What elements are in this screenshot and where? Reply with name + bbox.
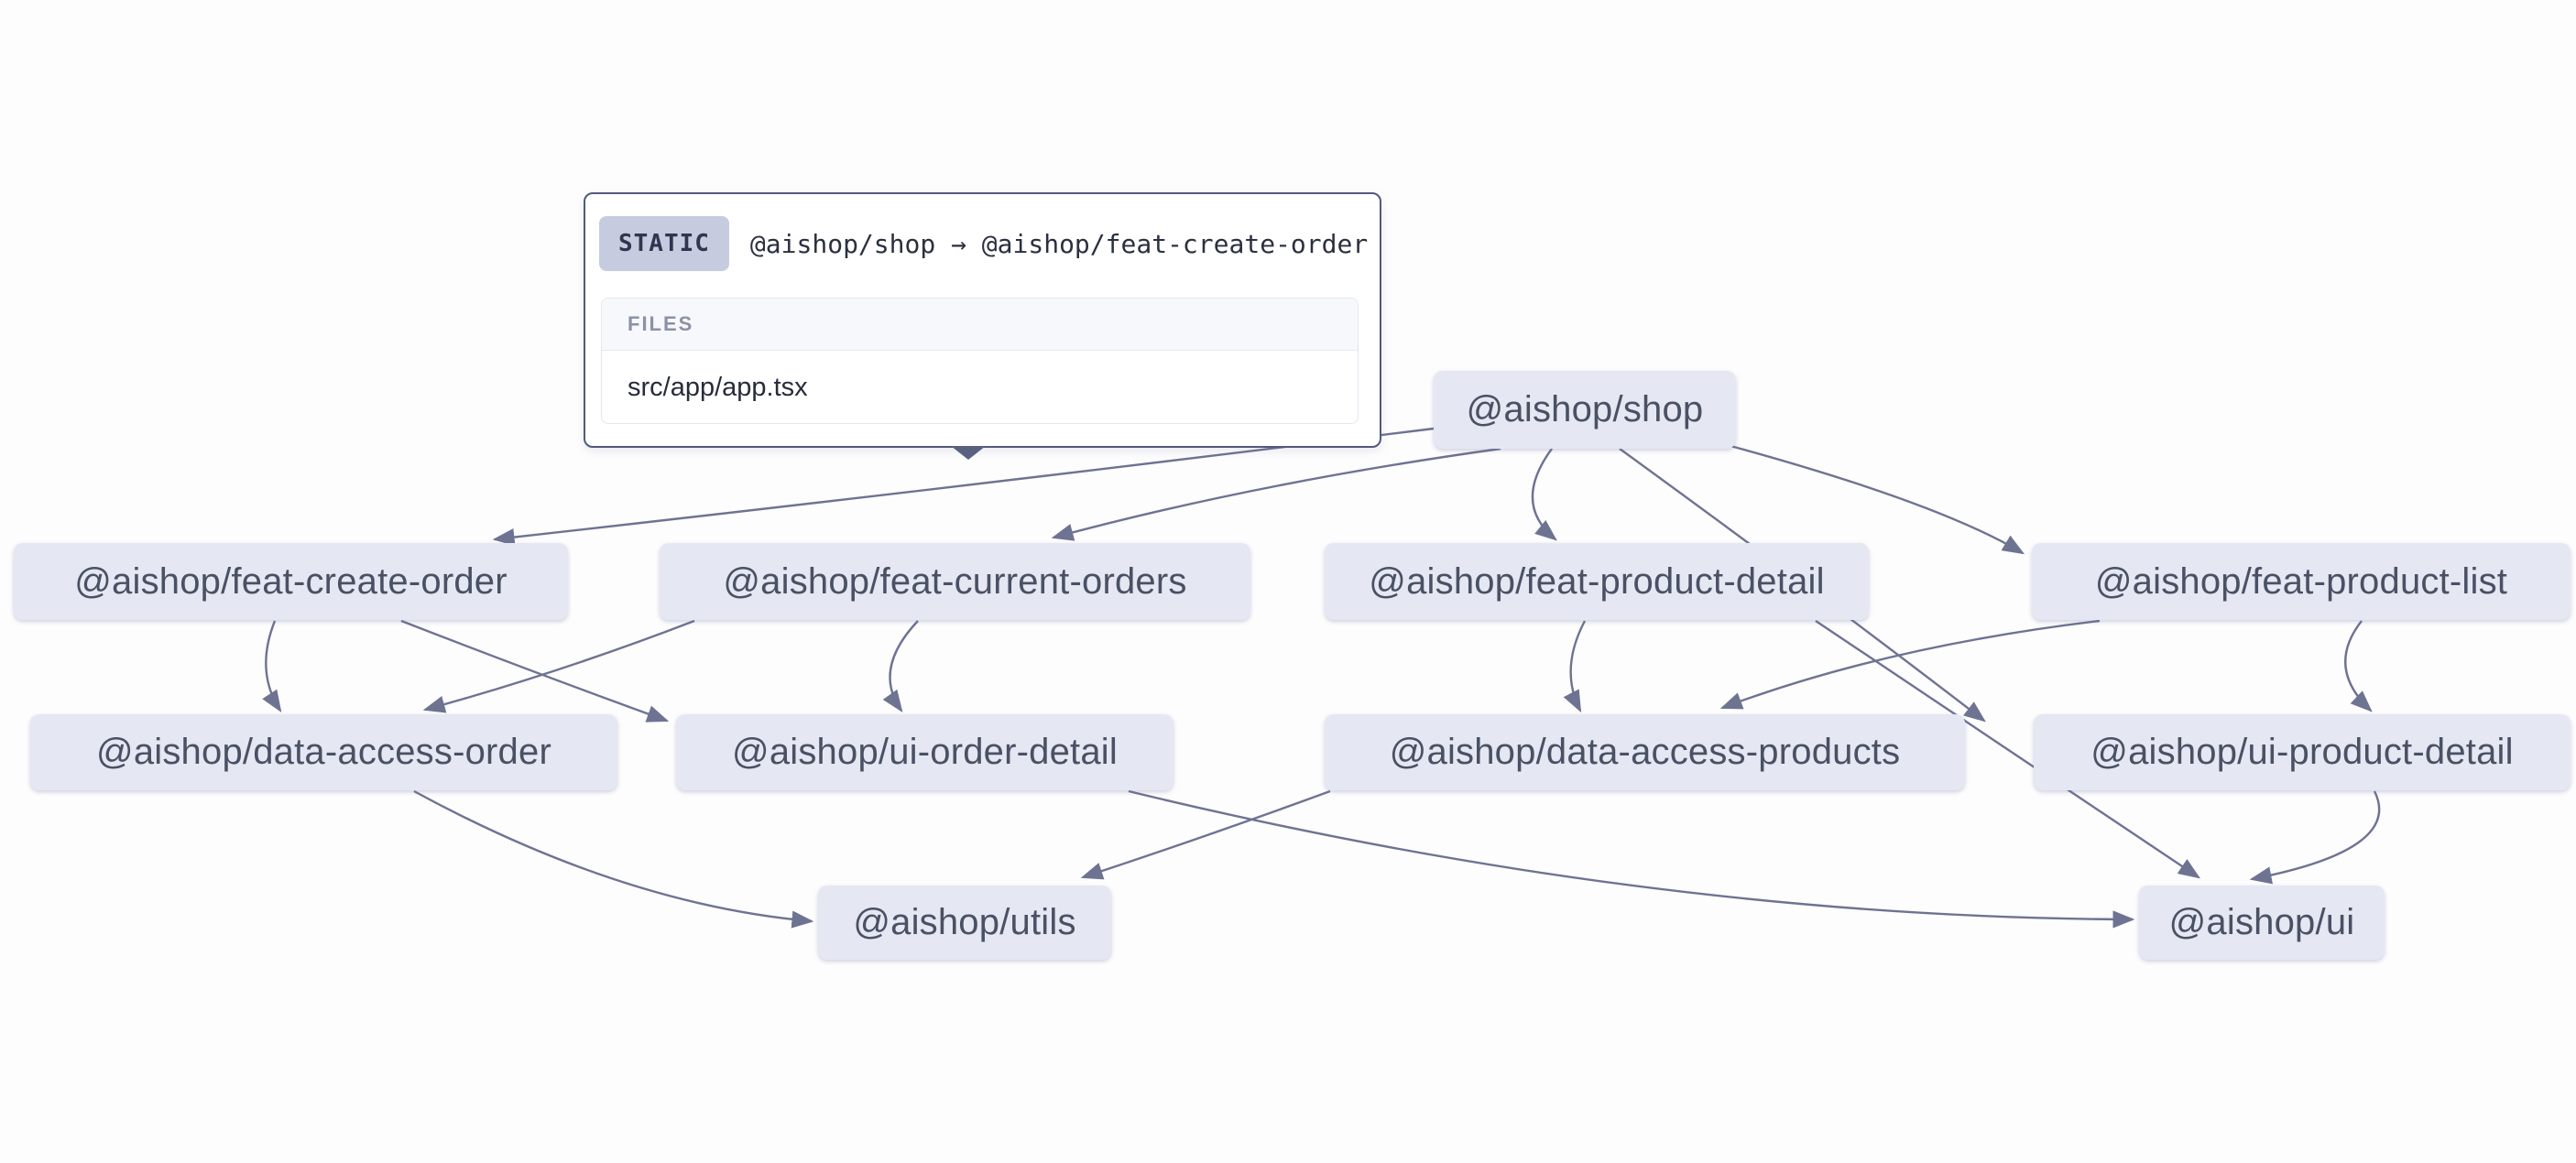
edge-data-access-order-to-utils[interactable]: [413, 789, 814, 929]
edge-feat-product-list-to-data-access-products[interactable]: [1719, 619, 2101, 710]
graph-node-data-access-products[interactable]: @aishop/data-access-products: [1325, 714, 1965, 790]
graph-node-feat-current-orders[interactable]: @aishop/feat-current-orders: [660, 543, 1250, 620]
graph-node-feat-product-detail[interactable]: @aishop/feat-product-detail: [1325, 543, 1869, 620]
graph-node-feat-product-list[interactable]: @aishop/feat-product-list: [2032, 543, 2571, 620]
edge-tooltip: STATIC @aishop/shop → @aishop/feat-creat…: [584, 192, 1381, 448]
graph-node-ui-order-detail[interactable]: @aishop/ui-order-detail: [676, 714, 1173, 790]
files-panel-label: FILES: [602, 299, 1358, 351]
edge-shop-to-feat-product-detail[interactable]: [1531, 448, 1557, 541]
edge-shop-to-feat-product-list[interactable]: [1719, 441, 2025, 555]
graph-node-utils[interactable]: @aishop/utils: [818, 886, 1111, 960]
files-list: src/app/app.tsx: [602, 351, 1358, 423]
edge-tooltip-header: STATIC @aishop/shop → @aishop/feat-creat…: [585, 194, 1380, 271]
edge-ui-product-detail-to-ui[interactable]: [2249, 790, 2381, 885]
graph-node-ui-product-detail[interactable]: @aishop/ui-product-detail: [2034, 714, 2571, 790]
file-row: src/app/app.tsx: [628, 373, 808, 402]
graph-node-ui[interactable]: @aishop/ui: [2139, 886, 2385, 960]
edge-feat-current-orders-to-data-access-order[interactable]: [422, 619, 695, 713]
graph-node-shop[interactable]: @aishop/shop: [1434, 371, 1736, 449]
edge-data-access-products-to-utils[interactable]: [1080, 789, 1331, 880]
edge-feat-create-order-to-ui-order-detail[interactable]: [400, 619, 670, 723]
edge-type-badge: STATIC: [599, 216, 729, 271]
edge-feat-product-detail-to-data-access-products[interactable]: [1563, 620, 1587, 713]
edge-shop-to-feat-current-orders[interactable]: [1051, 447, 1501, 541]
edge-feat-current-orders-to-ui-order-detail[interactable]: [882, 620, 919, 712]
graph-node-data-access-order[interactable]: @aishop/data-access-order: [30, 714, 617, 790]
edge-feat-product-list-to-ui-product-detail[interactable]: [2344, 620, 2373, 712]
files-panel: FILES src/app/app.tsx: [601, 298, 1359, 424]
edge-feat-product-detail-to-ui[interactable]: [1815, 620, 2200, 879]
edge-ui-order-detail-to-ui[interactable]: [1128, 789, 2135, 929]
edge-feat-create-order-to-data-access-order[interactable]: [262, 620, 282, 713]
edge-tooltip-title: @aishop/shop → @aishop/feat-create-order: [749, 228, 1369, 259]
graph-node-feat-create-order[interactable]: @aishop/feat-create-order: [14, 543, 568, 620]
edge-tooltip-caret: [951, 446, 986, 460]
